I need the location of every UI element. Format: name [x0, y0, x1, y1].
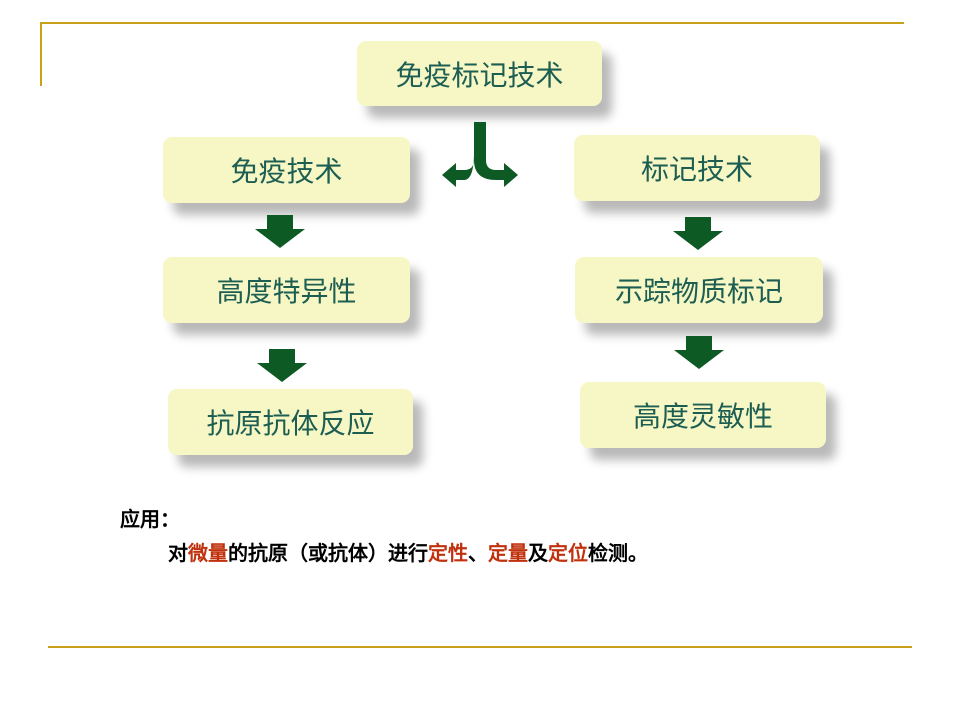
top-rule [40, 22, 904, 24]
app-seg-5: 定量 [488, 541, 528, 565]
left-box-2: 高度特异性 [163, 257, 410, 323]
app-seg-3: 定性 [428, 541, 468, 565]
app-seg-4: 、 [468, 541, 488, 565]
left-rule [40, 22, 42, 86]
right-box-3: 高度灵敏性 [580, 382, 826, 448]
left-box-3: 抗原抗体反应 [168, 389, 413, 455]
app-seg-2: 的抗原（或抗体）进行 [228, 541, 428, 565]
app-seg-6: 及 [528, 541, 548, 565]
bottom-rule [48, 646, 912, 648]
app-seg-7: 定位 [548, 541, 588, 565]
right-box-1: 标记技术 [574, 135, 820, 201]
application-heading: 应用： [120, 507, 180, 531]
app-seg-8: 检测。 [588, 541, 648, 565]
left-box-1: 免疫技术 [163, 137, 410, 203]
app-seg-1: 微量 [188, 541, 228, 565]
right-box-2: 示踪物质标记 [575, 257, 823, 323]
down-arrow-icon-left-2 [257, 349, 307, 382]
down-arrow-icon-right-2 [674, 336, 724, 369]
down-arrow-icon-left-1 [255, 215, 305, 248]
root-box: 免疫标记技术 [357, 41, 602, 106]
down-arrow-icon-right-1 [673, 217, 723, 250]
app-seg-0: 对 [168, 541, 188, 565]
split-arrow-icon [442, 122, 518, 187]
application-sentence: 对微量的抗原（或抗体）进行定性、定量及定位检测。 [168, 537, 648, 566]
